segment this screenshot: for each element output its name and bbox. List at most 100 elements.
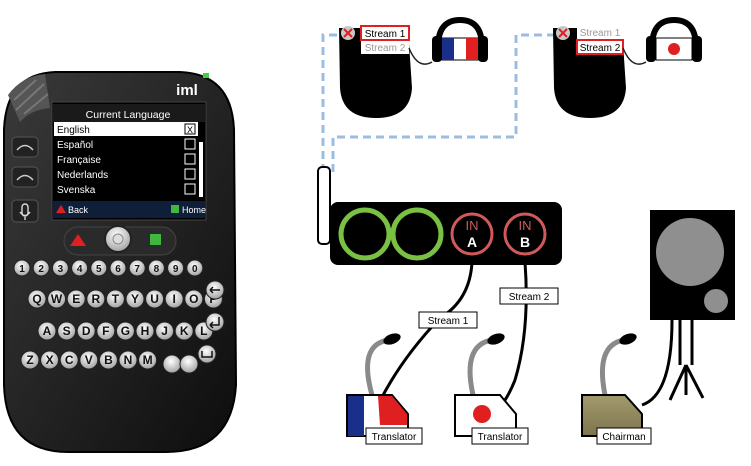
close-icon[interactable] [341,26,355,40]
transmitter-antenna [317,166,331,245]
enter-key[interactable] [205,312,225,332]
language-item-francaise[interactable]: Française [57,153,196,166]
microphone-icon [19,203,31,220]
svg-text:A: A [467,234,477,250]
language-item-english[interactable]: English X [57,123,196,136]
svg-text:Française: Française [57,155,101,166]
stream-2-option[interactable] [361,41,409,54]
key-u[interactable]: U [145,289,165,309]
key-m[interactable]: M [138,350,158,370]
key-d[interactable]: D [76,321,96,341]
softkey-home[interactable]: Home [171,205,206,215]
key-0[interactable]: 0 [186,259,204,277]
green-square-button[interactable] [150,234,161,245]
stream-2-label: Stream 2 [365,43,406,54]
key-cap [27,289,47,309]
key-label: Y [131,292,139,306]
key-a[interactable]: A [37,321,57,341]
key-n[interactable]: N [118,350,138,370]
france-flag-icon [348,396,364,436]
key-t[interactable]: T [105,289,125,309]
language-checkbox[interactable] [184,153,196,165]
key-j[interactable]: J [155,321,175,341]
key-y[interactable]: Y [125,289,145,309]
language-item-svenska[interactable]: Svenska [57,183,196,196]
screen-scrollbar[interactable] [199,142,203,197]
key-i[interactable]: I [164,289,184,309]
translator-station-japan: Translator [454,333,529,445]
key-f[interactable]: F [96,321,116,341]
key-cap [184,289,204,309]
svg-text:Stream 2: Stream 2 [509,292,550,303]
key-label: 1 [19,264,25,275]
key-9[interactable]: 9 [167,259,185,277]
red-triangle-icon [56,205,66,213]
key-5[interactable]: 5 [90,259,108,277]
side-button-2[interactable] [11,166,39,188]
side-button-1[interactable] [11,136,39,158]
language-item-espanol[interactable]: Español [57,138,196,151]
key-label: W [51,292,63,306]
key-h[interactable]: H [135,321,155,341]
accent-key[interactable] [179,354,199,374]
key-3[interactable]: 3 [51,259,69,277]
key-2[interactable]: 2 [32,259,50,277]
key-8[interactable]: 8 [147,259,165,277]
language-checkbox[interactable] [184,138,196,150]
speaker-stand [668,320,705,401]
key-label: B [104,353,113,367]
language-checkbox[interactable] [184,123,196,135]
key-v[interactable]: V [79,350,99,370]
stream-1-option[interactable] [577,26,623,39]
brand-logo: iml [176,82,198,99]
key-label: 4 [77,264,83,275]
key-cap [155,321,175,341]
key-4[interactable]: 4 [71,259,89,277]
key-label: 5 [96,264,102,275]
backspace-icon [209,286,220,294]
space-key[interactable] [197,344,217,364]
stream-2-option[interactable] [576,39,624,55]
key-label: U [150,292,159,306]
headset-volume-icon [16,144,34,151]
key-o[interactable]: O [184,289,204,309]
language-item-nederlands[interactable]: Nederlands [57,168,196,181]
key-k[interactable]: K [174,321,194,341]
key-q[interactable]: Q [27,289,47,309]
key-label: L [200,324,207,338]
microphone-gooseneck [599,337,625,396]
symbol-key[interactable] [162,354,182,374]
key-w[interactable]: W [47,289,67,309]
key-cap [109,259,127,277]
language-list: English X Español Française Nederlands S… [54,122,203,197]
key-x[interactable]: X [40,350,60,370]
side-button-mic[interactable] [11,199,39,223]
wireless-link-lines [321,33,560,172]
microphone-head [619,333,637,345]
key-c[interactable]: C [59,350,79,370]
key-g[interactable]: G [115,321,135,341]
key-r[interactable]: R [86,289,106,309]
key-cap [90,259,108,277]
key-label: O [189,292,198,306]
green-square-icon [171,205,179,213]
stream-1-option[interactable] [360,25,410,41]
key-z[interactable]: Z [20,350,40,370]
key-7[interactable]: 7 [128,259,146,277]
speaker-cable [641,319,674,407]
close-icon[interactable] [556,26,570,40]
language-checkbox[interactable] [184,183,196,195]
key-s[interactable]: S [57,321,77,341]
key-cap [145,289,165,309]
softkey-back[interactable]: Back [56,205,89,215]
svg-text:IN: IN [519,218,532,233]
key-1[interactable]: 1 [13,259,31,277]
key-6[interactable]: 6 [109,259,127,277]
key-cap [128,259,146,277]
key-e[interactable]: E [66,289,86,309]
red-triangle-button[interactable] [70,234,86,246]
key-b[interactable]: B [98,350,118,370]
headphones-france [432,16,488,62]
key-label: J [161,324,168,338]
language-checkbox[interactable] [184,168,196,180]
